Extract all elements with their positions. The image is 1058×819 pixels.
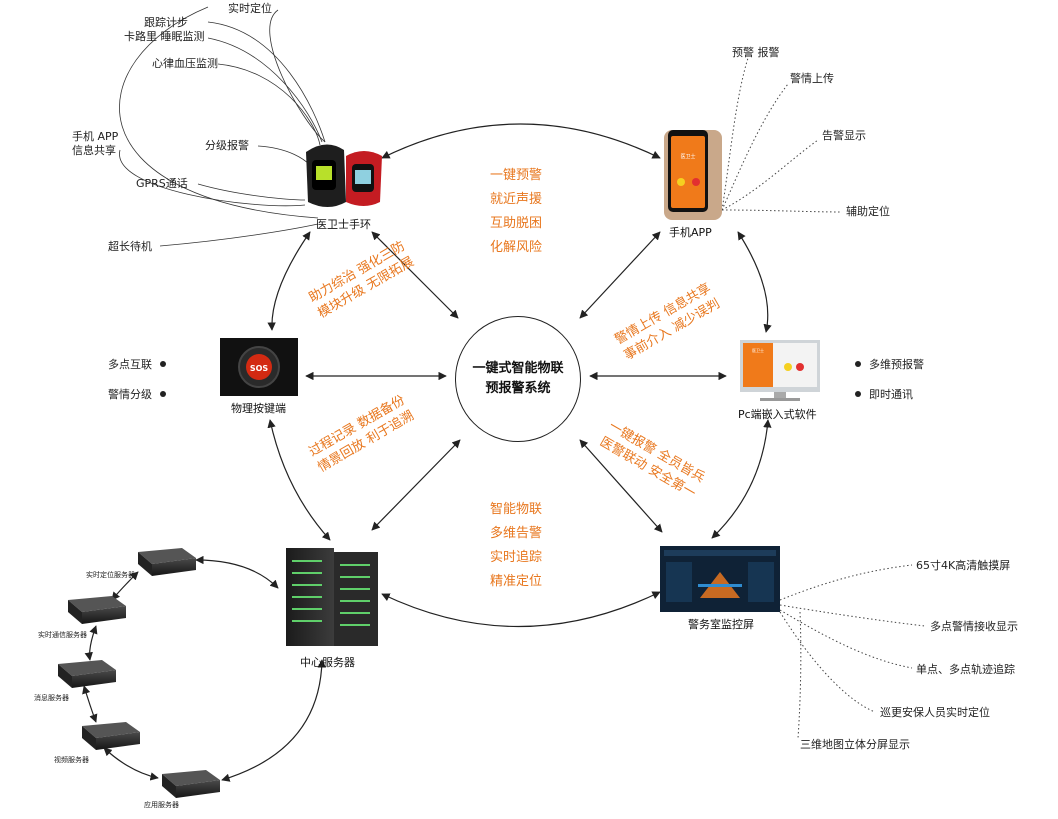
server-application: 应用服务器 bbox=[144, 801, 179, 809]
feature-alarm-upload: 警情上传 bbox=[790, 72, 834, 85]
feature-4k-touchscreen: 65寸4K高清触摸屏 bbox=[916, 559, 1011, 572]
main-arrows bbox=[82, 123, 772, 782]
server-realtime-comm: 实时通信服务器 bbox=[38, 631, 87, 639]
server-realtime-location: 实时定位服务器 bbox=[86, 571, 135, 579]
pc-monitor-icon bbox=[740, 340, 820, 401]
police-monitor-screen-icon bbox=[660, 546, 780, 612]
bracelet-label: 医卫士手环 bbox=[316, 218, 371, 231]
sos-button-icon bbox=[220, 338, 298, 396]
feature-3d-map: 三维地图立体分屏显示 bbox=[800, 738, 910, 751]
phone-screen-text: 医卫士 bbox=[680, 153, 695, 160]
monitor-feature-links bbox=[779, 564, 926, 739]
server-message: 消息服务器 bbox=[34, 694, 69, 702]
feature-heart-bp: 心律血压监测 bbox=[152, 57, 218, 70]
feature-patrol-location: 巡更安保人员实时定位 bbox=[880, 706, 990, 719]
feature-step-tracking: 跟踪计步 bbox=[144, 16, 188, 29]
feature-long-standby: 超长待机 bbox=[108, 240, 152, 253]
sos-feature-multipoint: 多点互联 bbox=[108, 356, 166, 372]
bullet-dot bbox=[160, 391, 166, 397]
feature-assist-location: 辅助定位 bbox=[846, 205, 890, 218]
feature-gprs-call: GPRS通话 bbox=[136, 177, 188, 190]
feature-calorie-sleep: 卡路里 睡眠监测 bbox=[124, 30, 205, 43]
feature-track-tracing: 单点、多点轨迹追踪 bbox=[916, 663, 1015, 676]
bullet-dot bbox=[855, 361, 861, 367]
bullet-dot bbox=[160, 361, 166, 367]
pc-feature-multidim: 多维预报警 bbox=[855, 356, 924, 372]
police-monitor-label: 警务室监控屏 bbox=[688, 618, 754, 631]
pc-software-label: Pc端嵌入式软件 bbox=[738, 408, 817, 421]
central-system-title: 一键式智能物联预报警系统 bbox=[472, 361, 564, 396]
bottom-caption: 智能物联 多维告警 实时追踪 精准定位 bbox=[490, 502, 543, 589]
feature-alarm-display: 告警显示 bbox=[822, 129, 866, 142]
feature-info-sharing: 信息共享 bbox=[72, 144, 116, 157]
sos-screen-text: SOS bbox=[250, 364, 269, 373]
bullet-dot bbox=[855, 391, 861, 397]
sos-terminal-label: 物理按键端 bbox=[231, 402, 286, 415]
bracelet-icon bbox=[306, 144, 382, 207]
feature-realtime-location: 实时定位 bbox=[228, 2, 272, 15]
feature-multipoint-display: 多点警情接收显示 bbox=[930, 620, 1018, 633]
pc-feature-im: 即时通讯 bbox=[855, 386, 913, 402]
central-server-icon bbox=[286, 548, 378, 646]
top-caption: 一键预警 就近声援 互助脱困 化解风险 bbox=[490, 168, 543, 255]
sos-feature-graded: 警情分级 bbox=[108, 386, 166, 402]
bracelet-feature-links bbox=[119, 6, 326, 247]
phone-icon bbox=[664, 130, 722, 220]
pc-screen-text: 医卫士 bbox=[752, 347, 764, 353]
feature-graded-alarm: 分级报警 bbox=[205, 139, 249, 152]
central-server-label: 中心服务器 bbox=[300, 656, 355, 669]
server-video: 视频服务器 bbox=[54, 756, 89, 764]
server-box-icons bbox=[58, 548, 220, 798]
feature-warning-alarm: 预警 报警 bbox=[732, 46, 780, 59]
central-system-node: 一键式智能物联预报警系统 bbox=[455, 316, 581, 442]
phone-app-label: 手机APP bbox=[669, 226, 712, 239]
feature-phone-app: 手机 APP bbox=[72, 130, 119, 143]
phone-feature-links bbox=[721, 57, 843, 213]
